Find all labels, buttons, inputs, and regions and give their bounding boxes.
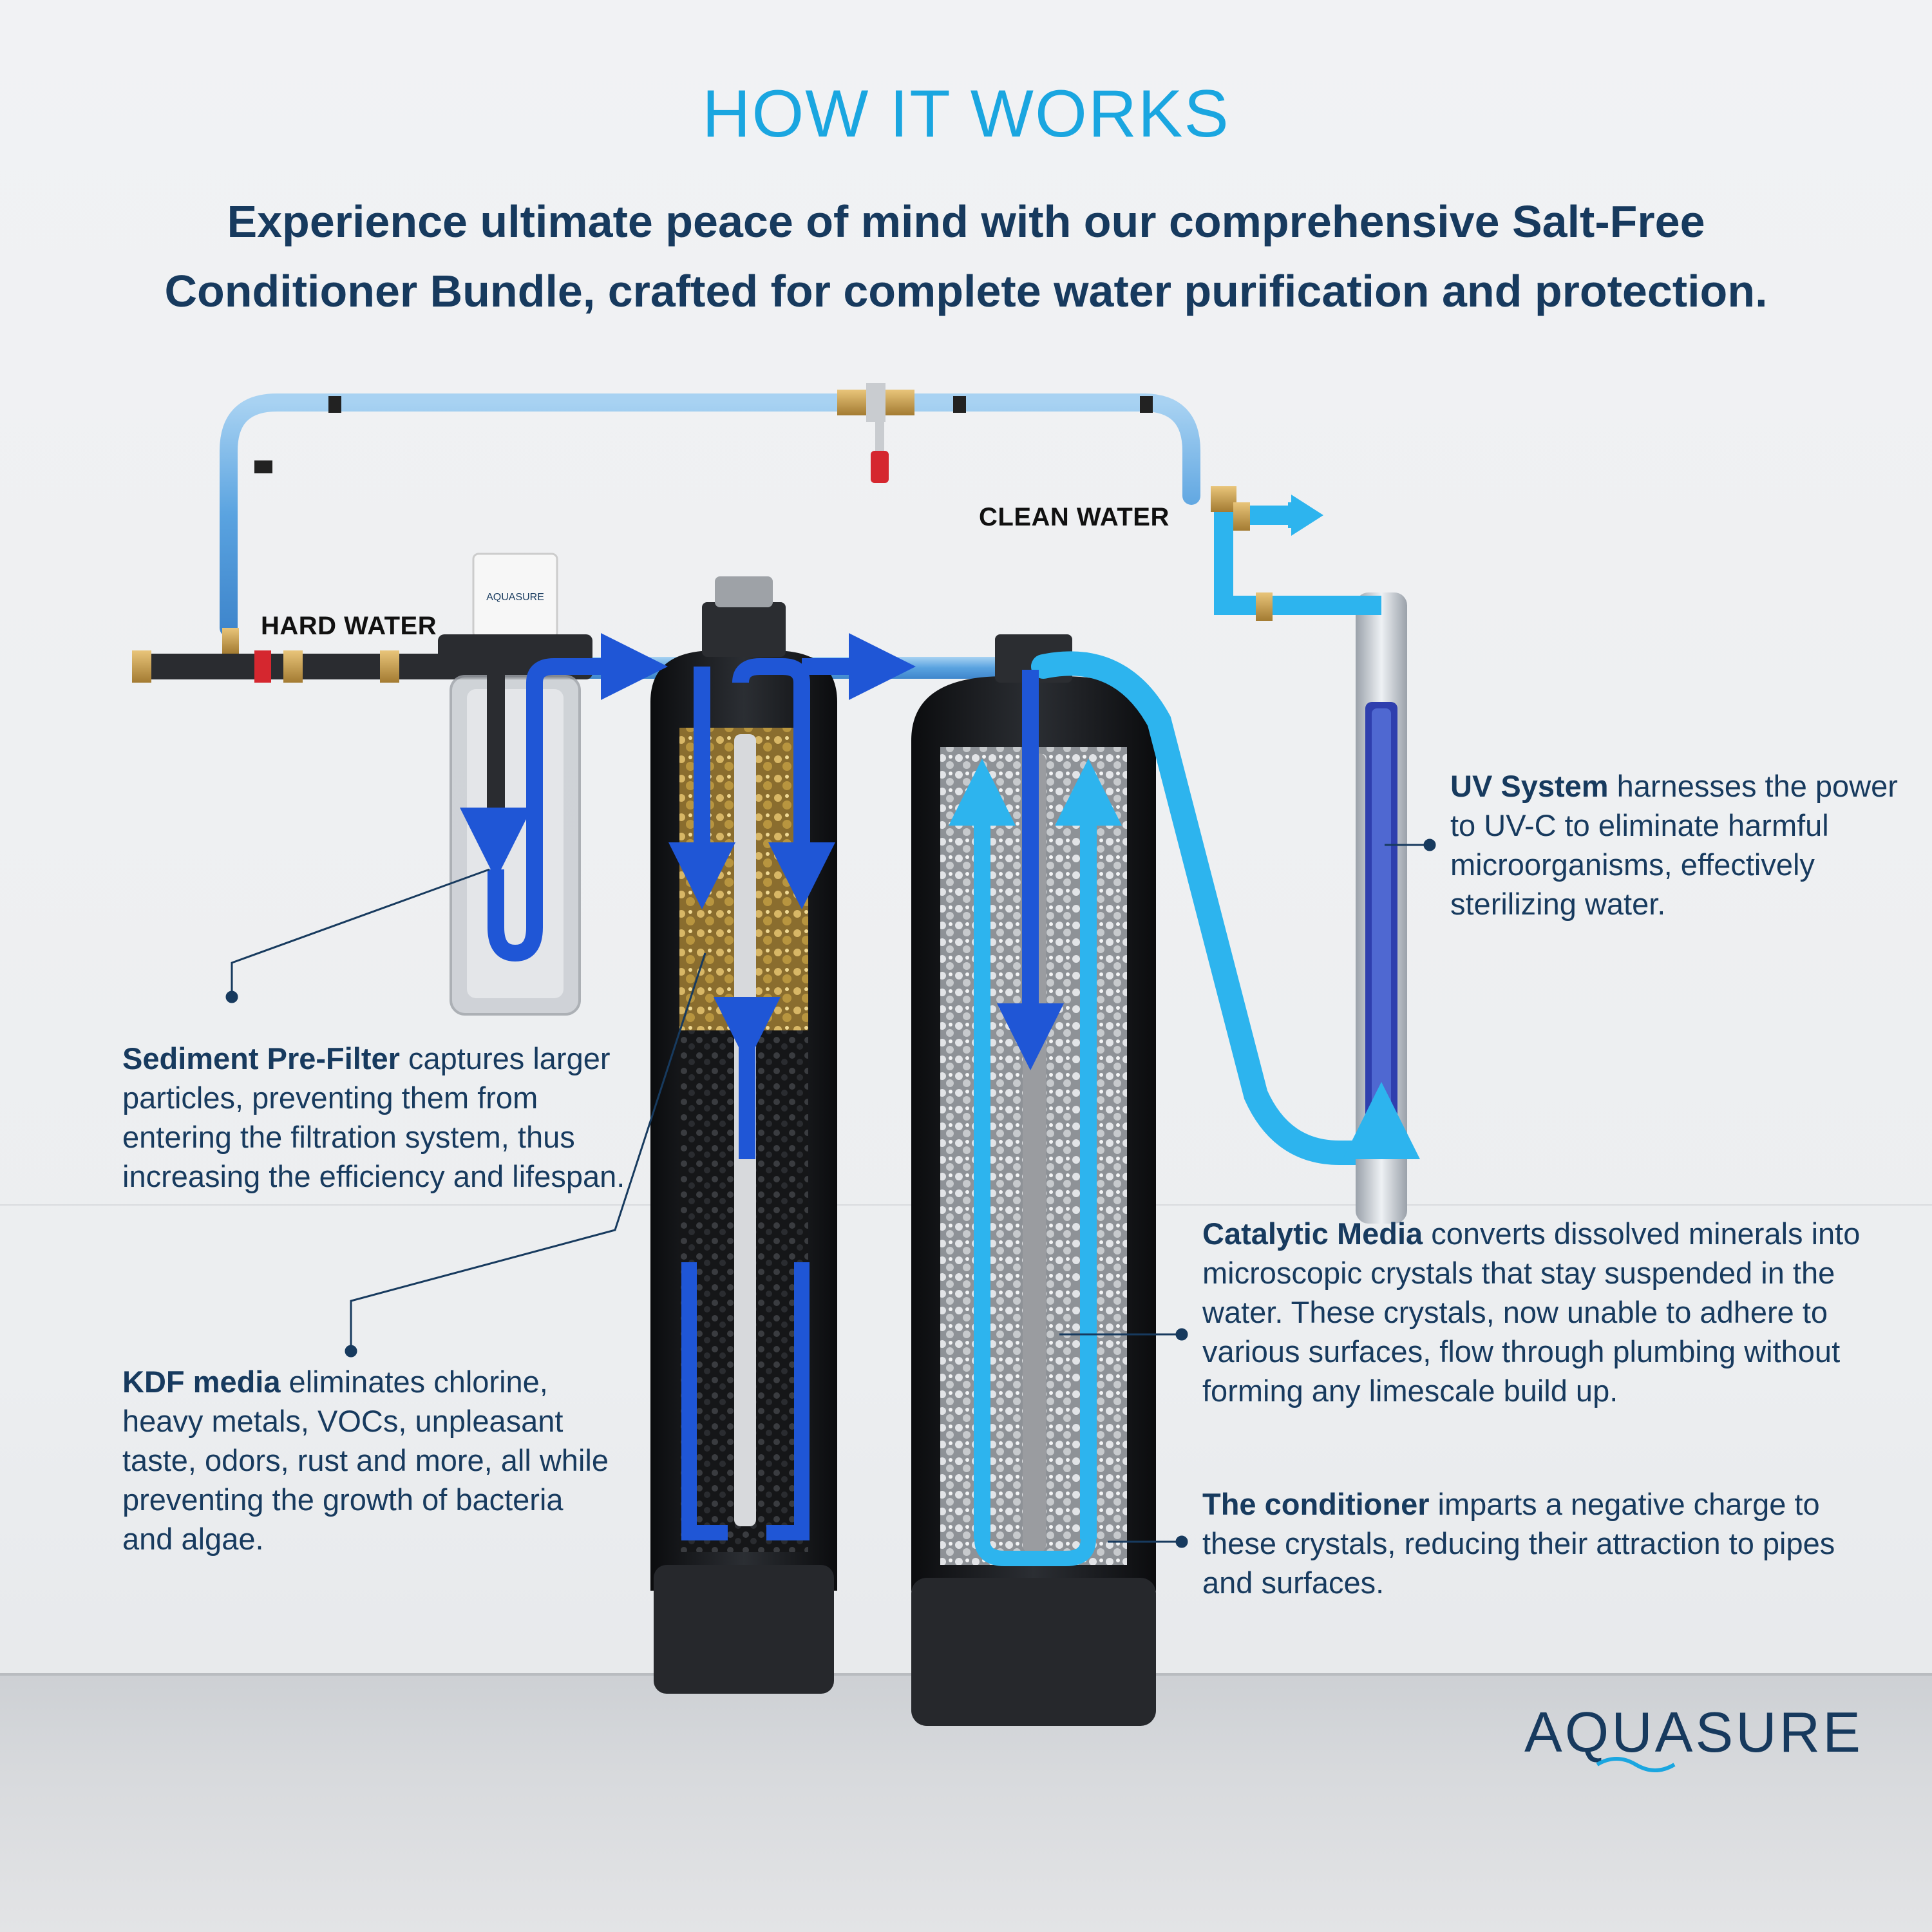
page-subtitle: Experience ultimate peace of mind with o… bbox=[164, 196, 1768, 316]
conditioner-description: The conditioner imparts a negative charg… bbox=[1202, 1484, 1885, 1602]
flow-arrow-kdf-bottom bbox=[681, 1262, 810, 1540]
catalytic-text: converts dissolved minerals into microsc… bbox=[1202, 1217, 1861, 1408]
kdf-text: eliminates chlorine, heavy metals, VOCs,… bbox=[122, 1365, 609, 1556]
kdf-description: KDF media eliminates chlorine, heavy met… bbox=[122, 1362, 612, 1558]
uv-description: UV System harnesses the power to UV-C to… bbox=[1450, 766, 1901, 923]
uv-system bbox=[1356, 592, 1407, 1224]
callout-line-sediment bbox=[231, 868, 490, 995]
sediment-title: Sediment Pre-Filter bbox=[122, 1041, 400, 1075]
uv-title: UV System bbox=[1450, 769, 1609, 803]
sediment-description: Sediment Pre-Filter captures larger part… bbox=[122, 1039, 631, 1196]
catalytic-description: Catalytic Media converts dissolved miner… bbox=[1202, 1214, 1885, 1410]
pipe-conditioner-to-uv bbox=[1031, 651, 1378, 1165]
conditioner-title: The conditioner bbox=[1202, 1487, 1430, 1521]
catalytic-title: Catalytic Media bbox=[1202, 1217, 1423, 1251]
conditioner-text: imparts a negative charge to these cryst… bbox=[1202, 1487, 1835, 1600]
sediment-text: captures larger particles, preventing th… bbox=[122, 1041, 625, 1193]
kdf-title: KDF media bbox=[122, 1365, 281, 1399]
clean-water-label: CLEAN WATER bbox=[979, 503, 1170, 531]
aquasure-logo: AQUASURE bbox=[1524, 1700, 1863, 1772]
page-title: HOW IT WORKS bbox=[702, 77, 1230, 151]
flow-arrow-cond-bottom bbox=[974, 1539, 1096, 1566]
callout-lines bbox=[225, 838, 1436, 1548]
clean-water-pipe bbox=[1214, 506, 1381, 615]
hard-water-label: HARD WATER bbox=[261, 612, 437, 640]
aquasure-logo-text: AQUASURE bbox=[1524, 1700, 1863, 1764]
uv-text: harnesses the power to UV-C to eliminate… bbox=[1450, 769, 1898, 921]
bypass-valve bbox=[837, 383, 914, 483]
callout-line-kdf bbox=[350, 952, 706, 1349]
clean-water-arrow bbox=[1288, 495, 1323, 536]
logo-wave-icon bbox=[1596, 1757, 1676, 1772]
bypass-pipe bbox=[220, 393, 1200, 637]
flow-arrow-kdf-right-down bbox=[732, 658, 835, 909]
filter-housing-label: AQUASURE bbox=[486, 592, 544, 603]
flow-arrow-filter-loop bbox=[488, 633, 668, 962]
